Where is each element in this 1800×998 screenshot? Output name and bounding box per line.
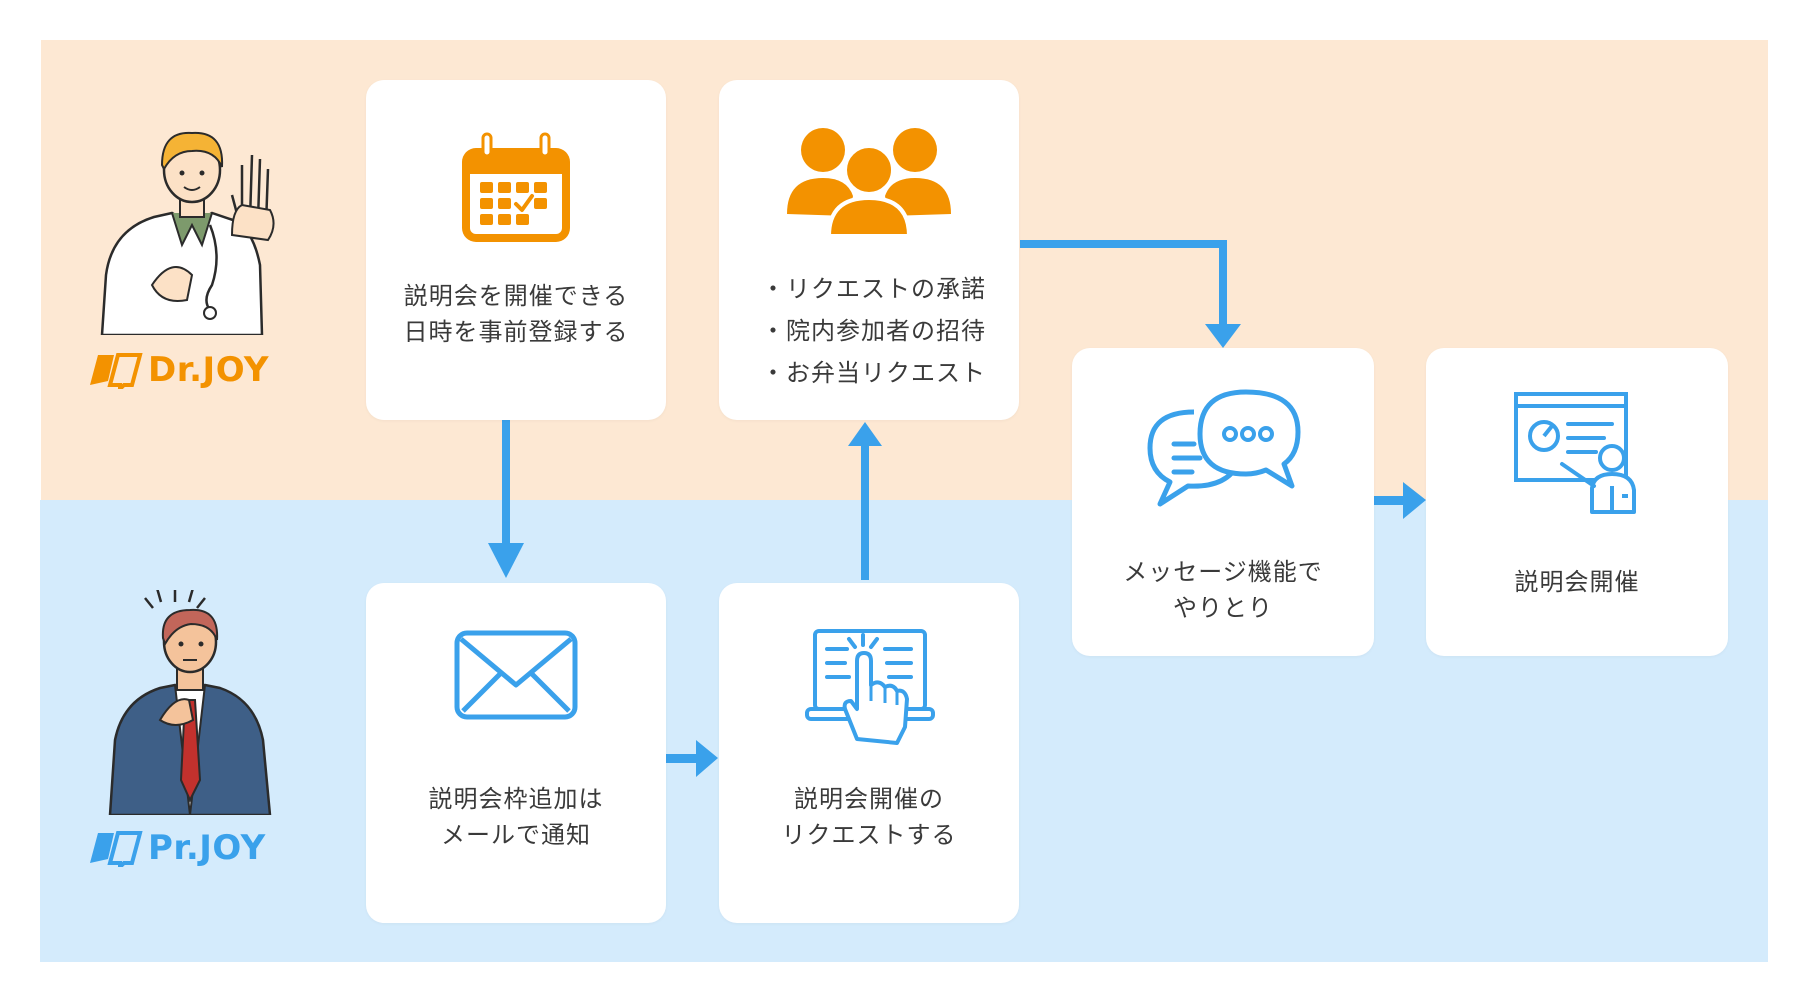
register-dates-line-2: 日時を事前登録する [366,314,666,350]
chat-bubbles-icon [1144,388,1304,508]
email-notice-line-2: メールで通知 [366,817,666,853]
arrow-accept-to-messaging [1020,240,1227,248]
arrow-request-to-accept [861,445,869,580]
request-meeting-line-2: リクエストする [719,817,1019,853]
group-icon [787,126,951,236]
arrow-messaging-to-hold [1372,496,1405,505]
accept-bullet-1: ・リクエストの承諾 [761,268,986,310]
messaging-line-1: メッセージ機能で [1072,554,1374,590]
hold-meeting-line-1: 説明会開催 [1426,564,1728,600]
touch-screen-icon [805,627,935,747]
step-register-dates-card: 説明会を開催できる 日時を事前登録する [366,80,666,420]
email-notice-line-1: 説明会枠追加は [366,781,666,817]
step-messaging-card: メッセージ機能で やりとり [1072,348,1374,656]
arrow-email-to-request [665,754,698,763]
envelope-icon [453,629,579,721]
step-request-meeting-card: 説明会開催の リクエストする [719,583,1019,923]
request-meeting-line-1: 説明会開催の [719,781,1019,817]
register-dates-line-1: 説明会を開催できる [366,278,666,314]
accept-bullet-3: ・お弁当リクエスト [761,352,986,394]
step-email-notice-card: 説明会枠追加は メールで通知 [366,583,666,923]
arrow-register-to-email [502,420,510,545]
presentation-icon [1512,390,1642,514]
calendar-icon [456,128,576,248]
messaging-line-2: やりとり [1072,590,1374,626]
accept-bullet-2: ・院内参加者の招待 [761,310,986,352]
step-hold-meeting-card: 説明会開催 [1426,348,1728,656]
step-accept-request-card: ・リクエストの承諾 ・院内参加者の招待 ・お弁当リクエスト [719,80,1019,420]
